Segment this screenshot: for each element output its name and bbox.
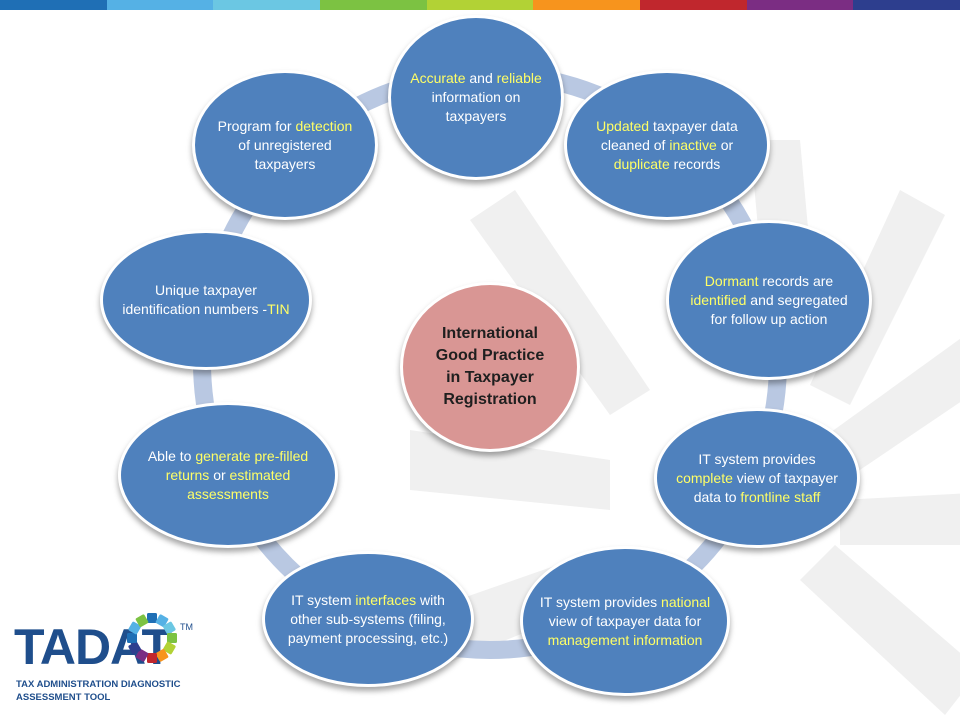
node-text: and segregated for follow up action [710, 291, 848, 327]
node-label: IT system provides complete view of taxp… [657, 450, 857, 507]
top-bar-segment [0, 0, 107, 10]
highlighted-text: frontline staff [740, 488, 821, 505]
highlighted-text: management information [547, 631, 703, 648]
node-text: taxpayer data cleaned of [600, 117, 738, 153]
logo-subtitle-line1: TAX ADMINISTRATION DIAGNOSTIC [16, 679, 181, 690]
watermark-spoke [840, 493, 960, 545]
node-label: IT system interfaces with other sub-syst… [265, 591, 471, 648]
highlighted-text: inactive [669, 136, 717, 153]
node-interfaces: IT system interfaces with other sub-syst… [262, 551, 474, 687]
top-bar-segment [853, 0, 960, 10]
node-label: Unique taxpayer identification numbers -… [103, 281, 309, 319]
node-label: Able to generate pre-filled returns or e… [121, 447, 335, 504]
top-bar-segment [106, 0, 214, 10]
node-text: Able to [147, 447, 196, 464]
node-dormant-records: Dormant records are identified and segre… [666, 220, 872, 380]
tadat-logo: TADAT TM TAX ADMINISTRATION DIAGNOSTIC A… [14, 608, 214, 708]
highlighted-text: generate pre-filled returns [165, 447, 309, 483]
logo-wheel-segment [128, 641, 141, 655]
logo-wheel-segment [147, 653, 157, 663]
highlighted-text: Accurate [410, 70, 466, 86]
highlighted-text: complete [676, 469, 733, 486]
top-bar-segment [320, 0, 427, 10]
node-label: Updated taxpayer data cleaned of inactiv… [567, 117, 767, 174]
node-text: Unique taxpayer identification numbers - [122, 282, 268, 317]
logo-wheel-segment [155, 614, 169, 627]
highlighted-text: estimated assessments [187, 466, 291, 502]
logo-wheel-segment [135, 649, 149, 662]
highlighted-text: reliable [496, 70, 542, 86]
top-bar-segment [746, 0, 854, 10]
node-text: IT system provides [539, 593, 662, 610]
highlighted-text: detection [295, 117, 353, 134]
logo-wheel-segment [163, 621, 176, 635]
node-text: IT system [291, 591, 356, 608]
node-text: or [716, 136, 734, 153]
highlighted-text: national [661, 593, 711, 610]
highlighted-text: duplicate [613, 155, 670, 172]
center-node-international-good-practice: International Good Practice in Taxpayer … [400, 282, 580, 452]
center-node-label: International Good Practice in Taxpayer … [435, 325, 545, 408]
node-label: Dormant records are identified and segre… [669, 272, 869, 329]
highlighted-text: TIN [267, 301, 290, 317]
logo-trademark: TM [180, 622, 193, 632]
node-text: with other sub-systems (filing, payment … [287, 591, 449, 646]
top-bar-segment [213, 0, 321, 10]
node-text: IT system provides [698, 450, 816, 467]
node-label: Accurate and reliable information on tax… [391, 69, 561, 126]
top-bar-segment [426, 0, 534, 10]
logo-wheel-segment [167, 633, 177, 643]
logo-wheel-segment [155, 649, 169, 662]
node-text: Program for [217, 117, 296, 134]
logo-wheel-segment [127, 633, 137, 643]
logo-wheel-segment [128, 621, 141, 635]
node-complete-view: IT system provides complete view of taxp… [654, 408, 860, 548]
top-bar-segment [640, 0, 747, 10]
node-detection-program: Program for detection of unregistered ta… [192, 70, 378, 220]
node-accurate-info: Accurate and reliable information on tax… [388, 15, 564, 180]
node-text: information on taxpayers [431, 89, 521, 124]
highlighted-text: identified [690, 291, 747, 308]
watermark-spoke [800, 545, 960, 715]
logo-wheel-segment [147, 613, 157, 623]
top-bar-segment [533, 0, 641, 10]
node-text: view of taxpayer data for [548, 612, 702, 629]
logo-wheel-segment [135, 614, 149, 627]
node-text: records [669, 155, 721, 172]
node-label: Program for detection of unregistered ta… [195, 117, 375, 174]
node-text: records are [758, 272, 834, 289]
node-national-view: IT system provides national view of taxp… [520, 546, 730, 696]
top-color-bar [0, 0, 960, 10]
node-text: and [465, 70, 497, 86]
logo-subtitle-line2: ASSESSMENT TOOL [16, 692, 111, 703]
watermark-spoke [820, 338, 960, 480]
node-updated-data: Updated taxpayer data cleaned of inactiv… [564, 70, 770, 220]
highlighted-text: interfaces [355, 591, 417, 608]
logo-wheel-icon [127, 613, 177, 663]
node-text: view of taxpayer data to [693, 469, 838, 505]
highlighted-text: Dormant [704, 272, 759, 289]
highlighted-text: Updated [596, 117, 650, 134]
node-text: or [209, 466, 230, 483]
logo-wheel-segment [163, 641, 176, 655]
logo-wordmark: TADAT [14, 619, 172, 675]
node-unique-tin: Unique taxpayer identification numbers -… [100, 230, 312, 370]
watermark-spoke [410, 430, 610, 510]
node-label: IT system provides national view of taxp… [523, 593, 727, 650]
node-text: of unregistered taxpayers [238, 136, 332, 172]
watermark-spoke [470, 190, 650, 415]
node-prefilled-returns: Able to generate pre-filled returns or e… [118, 402, 338, 548]
